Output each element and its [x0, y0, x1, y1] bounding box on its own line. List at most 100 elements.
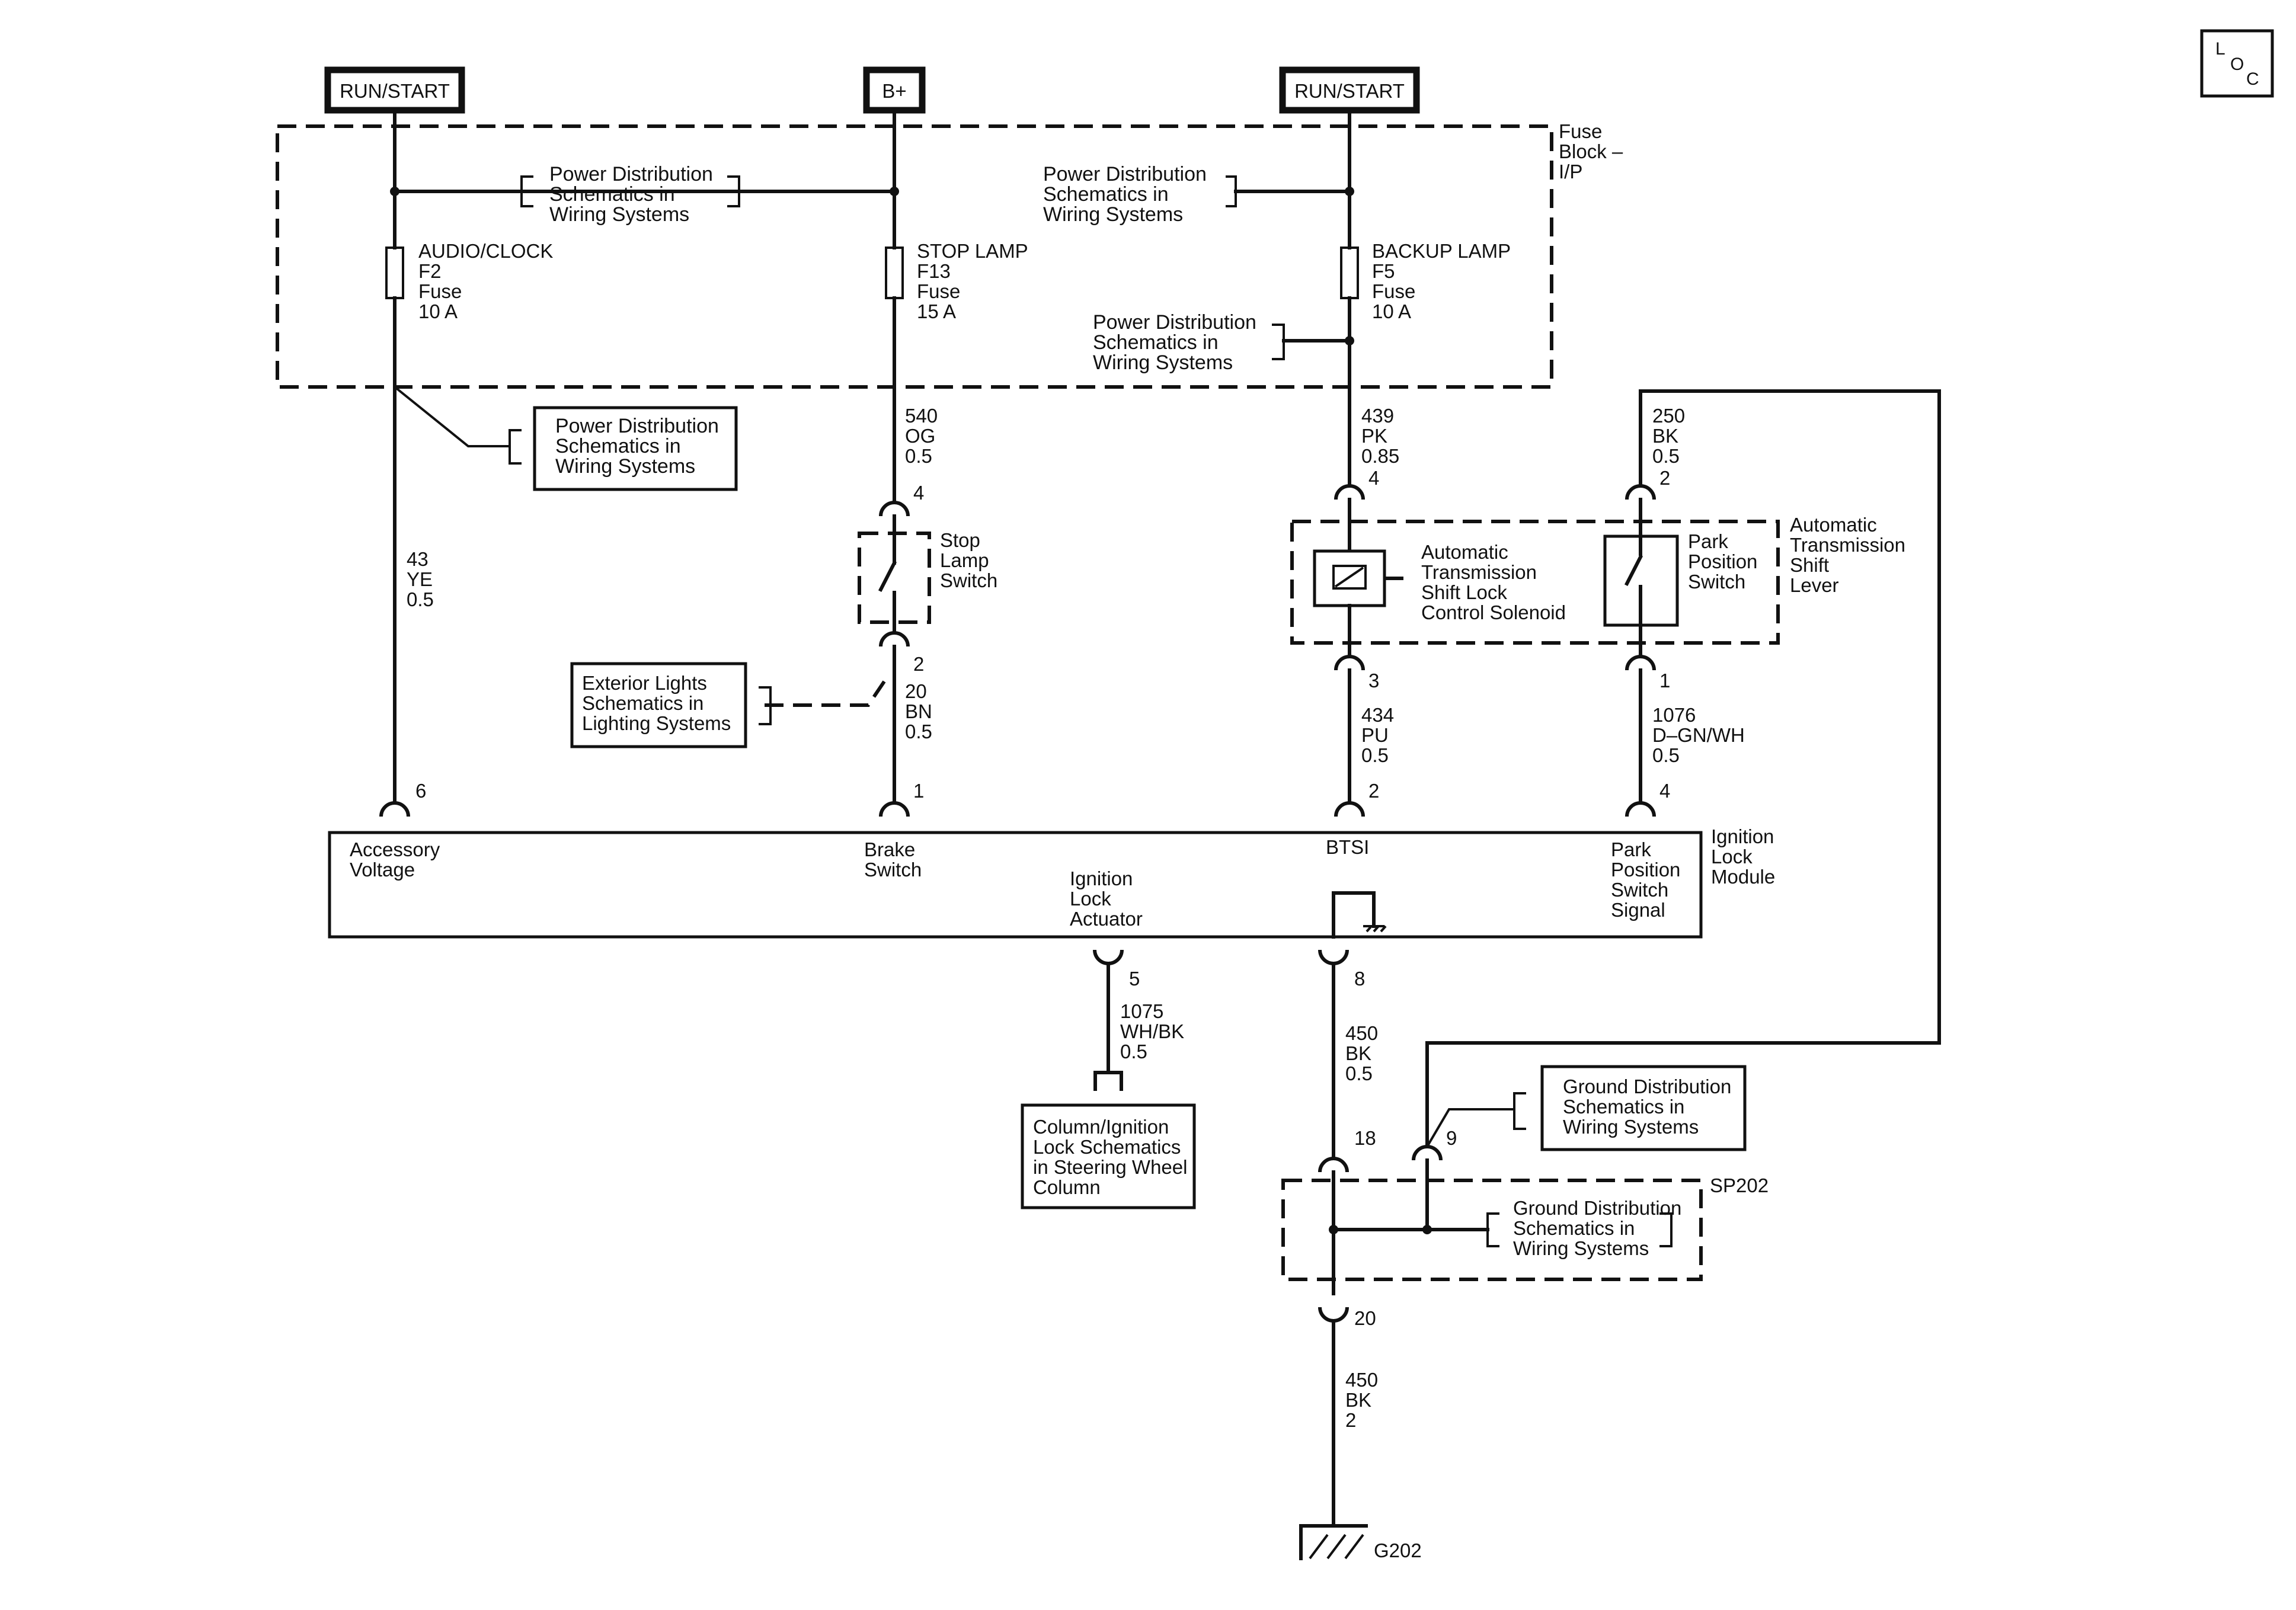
svg-text:0.5: 0.5 [407, 588, 434, 610]
svg-text:Ground Distribution: Ground Distribution [1513, 1197, 1681, 1219]
pin-number: 2 [1368, 780, 1379, 802]
module-pin-brake: Switch [864, 859, 922, 881]
svg-text:BK: BK [1345, 1389, 1371, 1411]
fuse-block-label-line2: Block – [1559, 140, 1623, 162]
svg-text:BK: BK [1345, 1042, 1371, 1064]
pin-number: 1 [913, 780, 924, 802]
wire-250: 250 BK 0.5 [1652, 405, 1685, 467]
svg-text:Lighting Systems: Lighting Systems [582, 712, 731, 734]
svg-text:Shift: Shift [1790, 554, 1829, 576]
svg-text:D–GN/WH: D–GN/WH [1652, 724, 1745, 746]
pin-number: 2 [913, 653, 924, 675]
ref-power-distribution-box-left: Power Distribution Schematics in Wiring … [509, 406, 738, 491]
circuit-ground: G202 SP202 [1281, 949, 1769, 1561]
stop-lamp-switch-label: Stop Lamp Switch [940, 529, 997, 591]
pin-number: 2 [1659, 467, 1670, 489]
ref-line2: Schematics in [555, 435, 681, 457]
power-source-label: B+ [882, 80, 906, 102]
svg-text:Automatic: Automatic [1421, 541, 1508, 563]
svg-text:Wiring Systems: Wiring Systems [1043, 203, 1183, 226]
svg-text:Column/Ignition: Column/Ignition [1033, 1116, 1169, 1138]
svg-text:0.5: 0.5 [1652, 744, 1680, 766]
pin-number: 9 [1446, 1127, 1457, 1149]
ref-line1: Power Distribution [549, 163, 713, 185]
module-pin-btsi: BTSI [1326, 836, 1369, 858]
svg-text:Schematics in: Schematics in [1093, 331, 1219, 354]
svg-text:PU: PU [1361, 724, 1389, 746]
svg-text:43: 43 [407, 548, 428, 570]
module-pin-brake: Brake [864, 838, 915, 860]
svg-text:1075: 1075 [1120, 1000, 1163, 1022]
svg-text:Power Distribution: Power Distribution [1093, 311, 1256, 334]
svg-text:in Steering Wheel: in Steering Wheel [1033, 1156, 1187, 1178]
pin-number: 8 [1354, 968, 1365, 990]
power-source-run-start-right: RUN/START [1279, 66, 1420, 114]
loc-letter-2: O [2230, 55, 2244, 74]
svg-text:WH/BK: WH/BK [1120, 1020, 1184, 1042]
svg-text:PK: PK [1361, 425, 1387, 447]
svg-text:BN: BN [905, 700, 932, 722]
module-pin-actuator: Lock [1070, 888, 1111, 910]
svg-text:Ground Distribution: Ground Distribution [1563, 1076, 1731, 1097]
circuit-accessory-voltage [379, 111, 899, 817]
loc-letter-1: L [2215, 39, 2225, 59]
svg-text:0.85: 0.85 [1361, 445, 1399, 467]
ref-line3: Wiring Systems [549, 203, 689, 226]
svg-text:Wiring Systems: Wiring Systems [1513, 1237, 1649, 1259]
fuse-type: Fuse [418, 280, 462, 302]
svg-text:Schematics in: Schematics in [1513, 1217, 1635, 1239]
fuse-rating: 10 A [1372, 300, 1411, 322]
svg-text:Transmission: Transmission [1421, 561, 1537, 583]
fuse-name: STOP LAMP [917, 240, 1028, 262]
svg-text:YE: YE [407, 568, 433, 590]
power-source-battery: B+ [863, 66, 926, 114]
circuit-brake-switch [765, 111, 931, 817]
wire-450-upper: 450 BK 0.5 [1345, 1022, 1378, 1084]
svg-text:Automatic: Automatic [1790, 514, 1877, 536]
fuse-number: F5 [1372, 260, 1395, 282]
wire-1076: 1076 D–GN/WH 0.5 [1652, 704, 1745, 766]
svg-text:Column: Column [1033, 1176, 1101, 1198]
svg-text:Stop: Stop [940, 529, 980, 551]
ref-line3: Wiring Systems [555, 455, 695, 478]
svg-text:0.5: 0.5 [1120, 1041, 1147, 1062]
svg-text:Power Distribution: Power Distribution [1043, 163, 1207, 185]
pin-number: 5 [1129, 968, 1140, 990]
power-source-label: RUN/START [340, 80, 450, 102]
svg-text:Switch: Switch [1688, 571, 1745, 593]
pin-numbers: 4 2 4 3 2 1 6 1 2 4 5 8 18 9 20 [415, 467, 1670, 1329]
svg-text:2: 2 [1345, 1409, 1356, 1431]
ref-ground-distribution-upper: Ground Distribution Schematics in Wiring… [1513, 1065, 1747, 1151]
module-pin-park: Signal [1611, 899, 1665, 921]
svg-text:Shift Lock: Shift Lock [1421, 581, 1507, 603]
fuse-type: Fuse [917, 280, 960, 302]
fuse-stop-lamp: STOP LAMP F13 Fuse 15 A [917, 240, 1028, 322]
module-pin-actuator: Ignition [1070, 868, 1133, 889]
wire-1075: 1075 WH/BK 0.5 [1120, 1000, 1184, 1062]
module-pin-park: Switch [1611, 879, 1668, 901]
wire-540: 540 OG 0.5 [905, 405, 938, 467]
pin-number: 20 [1354, 1307, 1376, 1329]
loc-letter-3: C [2246, 69, 2259, 89]
ref-power-distribution-fuse-f5: Power Distribution Schematics in Wiring … [1093, 311, 1285, 374]
svg-text:Schematics in: Schematics in [582, 692, 703, 714]
svg-text:0.5: 0.5 [905, 721, 932, 742]
wire-450-lower: 450 BK 2 [1345, 1369, 1378, 1431]
wire-434: 434 PU 0.5 [1361, 704, 1394, 766]
shift-lock-solenoid-label: Automatic Transmission Shift Lock Contro… [1421, 541, 1566, 623]
wire-439: 439 PK 0.85 [1361, 405, 1399, 467]
fuse-number: F13 [917, 260, 951, 282]
ground-label: G202 [1374, 1539, 1422, 1561]
module-pin-accessory: Voltage [350, 859, 415, 881]
power-source-label: RUN/START [1294, 80, 1405, 102]
svg-text:450: 450 [1345, 1022, 1378, 1044]
svg-text:Park: Park [1688, 530, 1728, 552]
fuse-backup-lamp: BACKUP LAMP F5 Fuse 10 A [1372, 240, 1511, 322]
svg-text:0.5: 0.5 [1345, 1062, 1373, 1084]
svg-text:BK: BK [1652, 425, 1678, 447]
pin-number: 6 [415, 780, 426, 802]
fuse-number: F2 [418, 260, 442, 282]
svg-text:Wiring Systems: Wiring Systems [1093, 351, 1233, 374]
svg-text:Lamp: Lamp [940, 549, 989, 571]
